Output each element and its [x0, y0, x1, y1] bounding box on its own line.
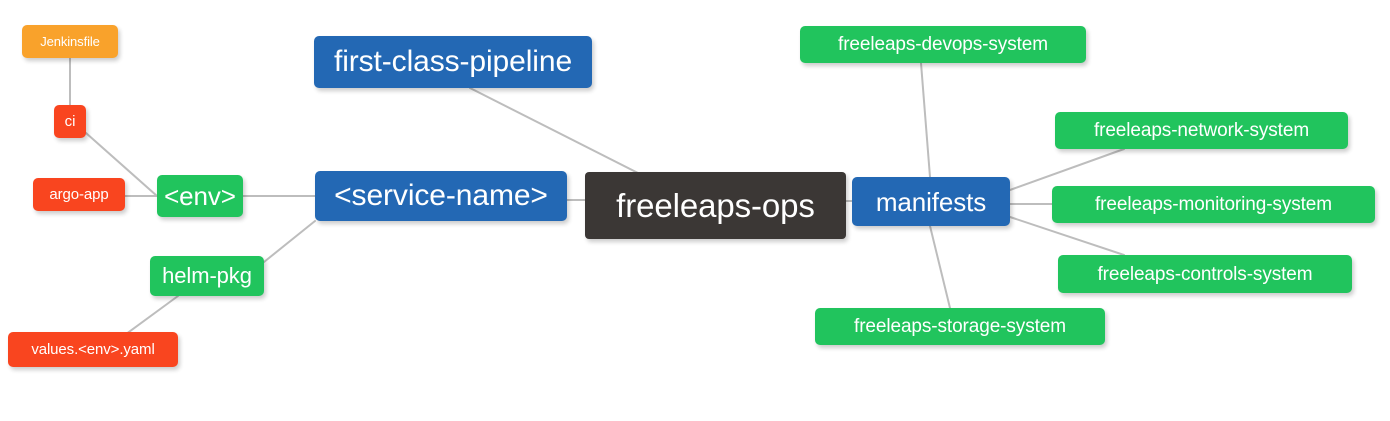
node-label: <service-name>: [334, 179, 548, 212]
edge-first-class-pipeline-to-freeleaps-ops: [469, 87, 641, 175]
node-manifests[interactable]: manifests: [852, 177, 1010, 226]
node-label: freeleaps-network-system: [1093, 120, 1310, 141]
node-freeleaps-controls-system[interactable]: freeleaps-controls-system: [1058, 255, 1352, 293]
node-label: freeleaps-ops: [616, 187, 815, 224]
node-ci[interactable]: ci: [54, 105, 86, 138]
node-values-yaml[interactable]: values.<env>.yaml: [8, 332, 178, 367]
node-argo-app[interactable]: argo-app: [33, 178, 125, 211]
node-label: freeleaps-devops-system: [838, 34, 1048, 55]
node-label: freeleaps-monitoring-system: [1095, 194, 1332, 215]
node-env[interactable]: <env>: [157, 175, 243, 217]
node-freeleaps-storage-system[interactable]: freeleaps-storage-system: [815, 308, 1105, 345]
node-label: ci: [64, 113, 76, 130]
edge-manifests-to-freeleaps-network-system: [1009, 148, 1125, 191]
node-label: first-class-pipeline: [333, 45, 573, 78]
node-label: <env>: [164, 181, 236, 211]
node-first-class-pipeline[interactable]: first-class-pipeline: [314, 36, 592, 88]
node-label: Jenkinsfile: [40, 34, 100, 49]
node-helm-pkg[interactable]: helm-pkg: [150, 256, 264, 296]
node-label: manifests: [875, 186, 987, 217]
edge-service-name-to-helm-pkg: [263, 220, 316, 263]
node-label: helm-pkg: [162, 263, 252, 288]
edge-helm-pkg-to-values-yaml: [121, 295, 179, 338]
node-label: argo-app: [49, 186, 109, 203]
node-label: values.<env>.yaml: [31, 341, 155, 358]
node-label: freeleaps-controls-system: [1097, 263, 1313, 285]
node-freeleaps-network-system[interactable]: freeleaps-network-system: [1055, 112, 1348, 149]
node-freeleaps-monitoring-system[interactable]: freeleaps-monitoring-system: [1052, 186, 1375, 223]
node-service-name[interactable]: <service-name>: [315, 171, 567, 221]
node-jenkinsfile[interactable]: Jenkinsfile: [22, 25, 118, 58]
node-freeleaps-devops-system[interactable]: freeleaps-devops-system: [800, 26, 1086, 63]
node-freeleaps-ops[interactable]: freeleaps-ops: [585, 172, 846, 239]
node-label: freeleaps-storage-system: [854, 316, 1066, 337]
edge-manifests-to-freeleaps-storage-system: [929, 225, 951, 309]
edge-manifests-to-freeleaps-devops-system: [920, 62, 931, 178]
